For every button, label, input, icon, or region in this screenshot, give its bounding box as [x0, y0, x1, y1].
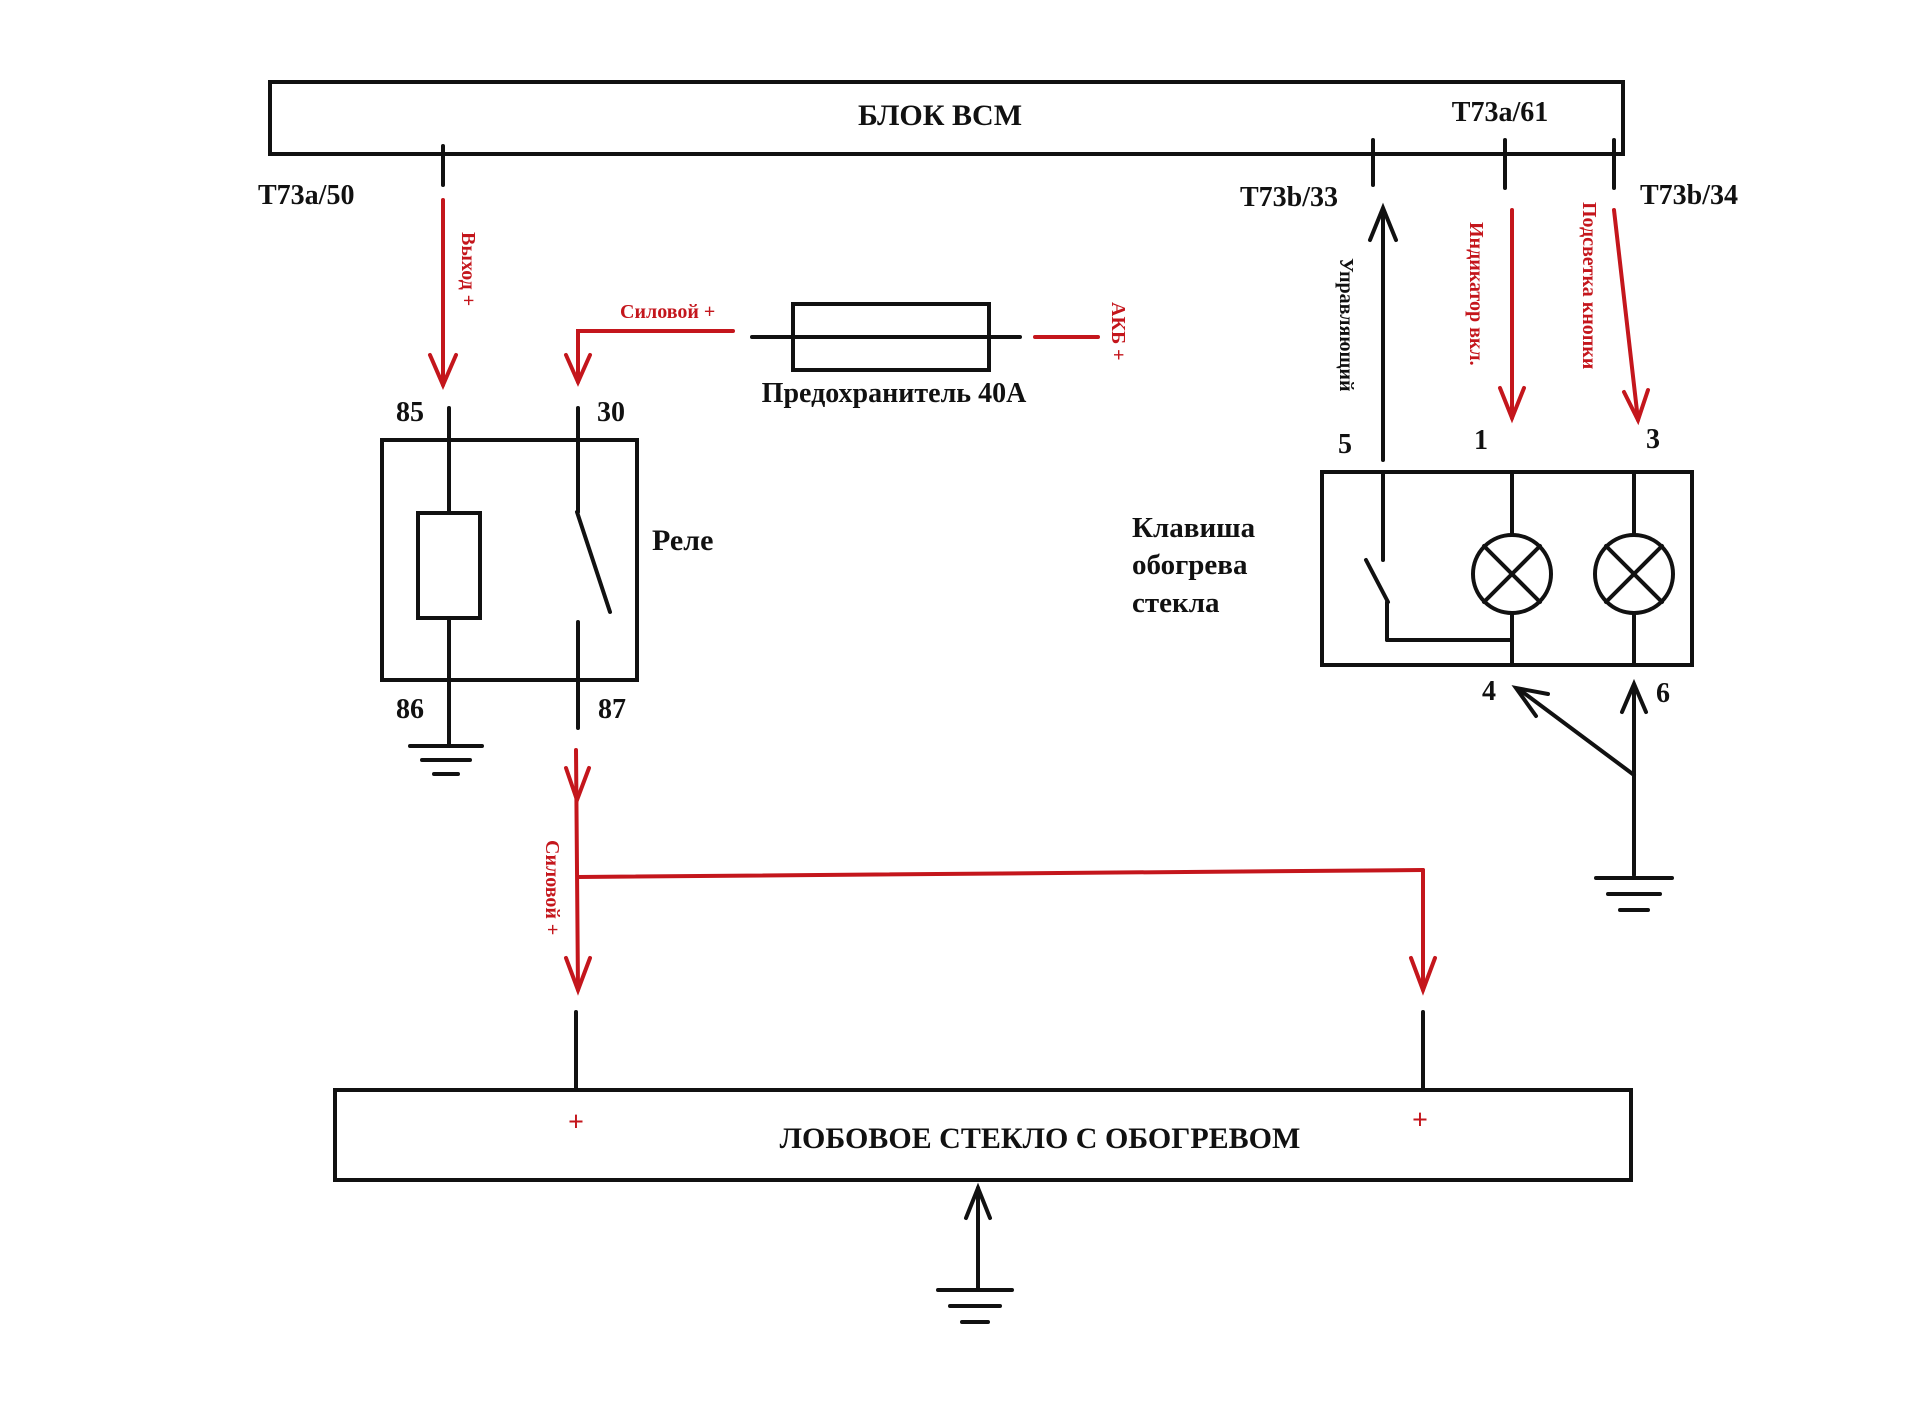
control-wire-arrowhead	[1368, 202, 1398, 242]
control-wire-label: Управляющий	[1335, 258, 1357, 391]
ground-symbol	[936, 1288, 1014, 1324]
switch-pin-4-label: 4	[1482, 676, 1496, 707]
relay-pin-87-label: 87	[598, 694, 626, 725]
relay-coil-symbol	[416, 511, 482, 620]
switch-button-box	[1320, 470, 1694, 667]
bcm-pin-control-label: T73b/33	[1240, 182, 1338, 213]
power-out-label: Силовой +	[541, 840, 563, 935]
bcm-pin-indicator-label: T73a/61	[1452, 97, 1548, 128]
output-wire-label: Выход +	[457, 232, 479, 306]
ground-wire-pin6-arrowhead	[1620, 678, 1648, 714]
power-out-wire	[574, 748, 580, 992]
bcm-pin-out-label: T73a/50	[258, 180, 354, 211]
indicator-wire-label: Индикатор вкл.	[1465, 222, 1487, 366]
power-wire-arrowhead	[564, 353, 592, 387]
power-wire-to-relay	[576, 329, 735, 384]
output-wire-arrowhead	[428, 353, 458, 391]
power-out-arrowhead-2	[564, 956, 592, 996]
relay-pin-30-label: 30	[597, 397, 625, 428]
switch-pin-5-label: 5	[1338, 429, 1352, 460]
relay-pin-85-label: 85	[396, 397, 424, 428]
bcm-label: БЛОК ВСМ	[858, 99, 1022, 132]
switch-pin-6-label: 6	[1656, 678, 1670, 709]
switch-label-line1: Клавиша	[1132, 512, 1256, 544]
windshield-plus-right: +	[1412, 1105, 1428, 1136]
relay-label: Реле	[652, 524, 713, 557]
relay-pin-86-label: 86	[396, 694, 424, 725]
relay-box	[380, 438, 639, 682]
ground-symbol	[408, 744, 484, 776]
switch-contact-symbol	[575, 510, 612, 614]
switch-pin-1-label: 1	[1474, 425, 1488, 456]
windshield-label: ЛОБОВОЕ СТЕКЛО С ОБОГРЕВОМ	[780, 1122, 1301, 1155]
battery-label: АКБ +	[1107, 302, 1129, 361]
ground-wire-pin4	[1518, 688, 1636, 777]
backlight-wire-label: Подсветка кнопки	[1578, 202, 1600, 369]
ground-symbol	[1594, 876, 1674, 912]
switch-label-line2: обогрева	[1132, 549, 1248, 581]
ground-wire-pin4-arrowhead	[1511, 685, 1550, 718]
power-bus-wire	[576, 868, 1425, 879]
windshield-block	[333, 1088, 1633, 1182]
bcm-pin-backlight-label: T73b/34	[1640, 180, 1738, 211]
fuse-label: Предохранитель 40А	[762, 378, 1027, 409]
lamp-symbol	[1471, 533, 1553, 615]
bcm-block	[268, 80, 1625, 156]
switch-contact-symbol	[1364, 558, 1390, 604]
switch-pin-3-label: 3	[1646, 424, 1660, 455]
fuse-power-label: Силовой +	[620, 301, 715, 323]
power-bus-arrowhead	[1409, 956, 1437, 996]
backlight-wire-arrowhead	[1622, 388, 1650, 426]
indicator-wire-arrowhead	[1498, 386, 1526, 424]
lamp-symbol	[1593, 533, 1675, 615]
switch-label-line3: стекла	[1132, 587, 1220, 619]
windshield-ground-arrowhead	[964, 1182, 992, 1220]
power-out-arrowhead-1	[564, 766, 591, 806]
windshield-plus-left: +	[568, 1107, 584, 1138]
backlight-wire	[1612, 208, 1640, 422]
